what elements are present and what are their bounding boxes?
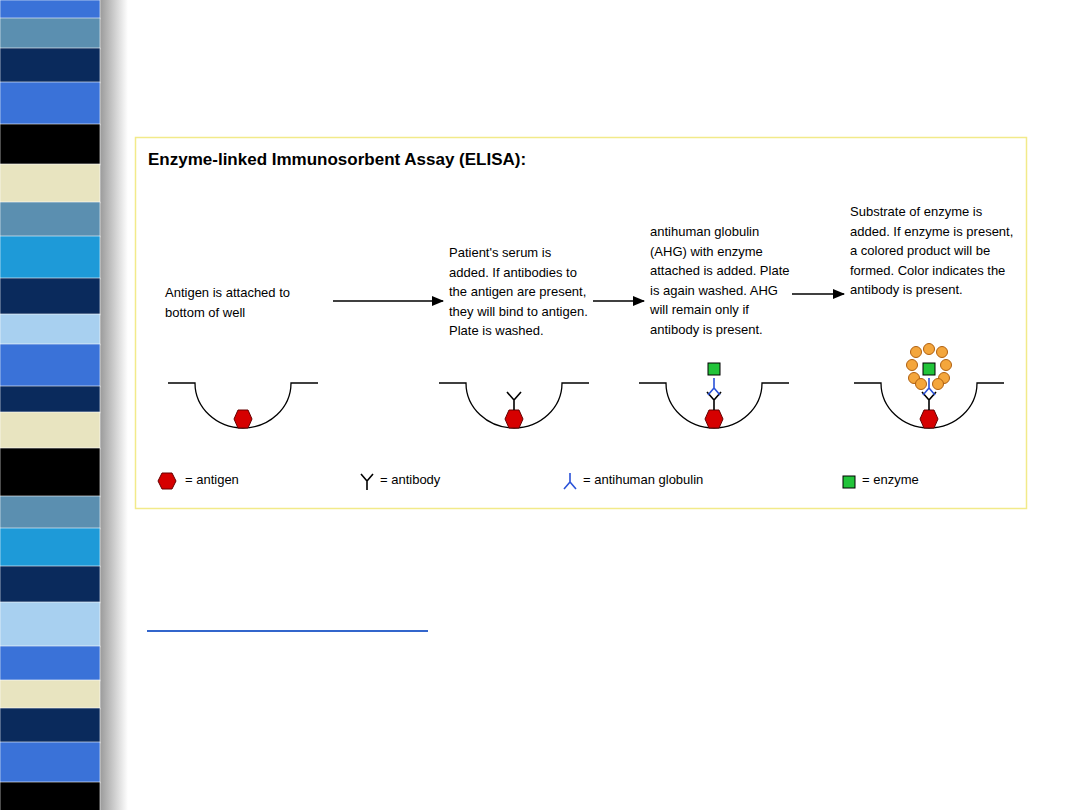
enzyme-sample (843, 476, 855, 488)
product-dot (933, 379, 944, 390)
product-dot (911, 347, 922, 358)
flow-arrow (333, 300, 443, 302)
antigen-symbol (705, 410, 723, 428)
bar-stripe (0, 164, 100, 203)
step-text-box: Antigen is attached to bottom of well (165, 283, 331, 322)
ahg-symbol (708, 378, 720, 395)
bar-stripe (0, 82, 100, 125)
striped-bar (0, 0, 100, 810)
well (439, 383, 589, 428)
colored-product (907, 344, 952, 390)
bar-stripe (0, 782, 100, 810)
bar-stripe (0, 344, 100, 387)
enzyme-symbol (708, 363, 720, 375)
legend-text: = antigen (185, 472, 239, 487)
bar-shadow (100, 0, 128, 810)
product-dot (924, 344, 935, 355)
product-dot (937, 347, 948, 358)
antigens (234, 410, 938, 428)
antigen-sample (158, 473, 176, 489)
legend-text: = antibody (380, 472, 440, 487)
product-dot (907, 360, 918, 371)
flow-arrow (792, 293, 844, 295)
antibodies (507, 392, 936, 410)
bar-stripe (0, 708, 100, 743)
bar-stripe (0, 386, 100, 413)
product-dot (941, 360, 952, 371)
enzyme-symbol (923, 363, 935, 375)
bar-stripe (0, 0, 100, 19)
legend-samples (158, 473, 855, 490)
legend-text: = enzyme (862, 472, 919, 487)
antibody-sample (361, 474, 373, 490)
bar-stripe (0, 602, 100, 647)
product-dot (916, 379, 927, 390)
antigen-symbol (920, 410, 938, 428)
bar-stripe (0, 646, 100, 681)
step-text-box: Patient's serum is added. If antibodies … (449, 243, 591, 341)
step-text: Antigen is attached to bottom of well (165, 283, 331, 322)
flow-arrow (593, 300, 644, 302)
bar-stripe (0, 314, 100, 345)
figure-title: Enzyme-linked Immunosorbent Assay (ELISA… (148, 150, 526, 170)
link-underline (147, 630, 428, 632)
bar-stripe (0, 278, 100, 315)
bar-stripe (0, 528, 100, 567)
bar-stripe (0, 412, 100, 449)
step-text: Substrate of enzyme is added. If enzyme … (850, 202, 1020, 300)
ahg-sample (564, 473, 576, 489)
figure-frame (136, 138, 1027, 509)
bar-stripe (0, 202, 100, 237)
step-text-box: Substrate of enzyme is added. If enzyme … (850, 202, 1020, 300)
bar-stripe (0, 680, 100, 709)
step-text: Patient's serum is added. If antibodies … (449, 243, 591, 341)
step-text-box: antihuman globulin (AHG) with enzyme att… (650, 222, 790, 339)
bar-stripe (0, 566, 100, 603)
antigen-symbol (505, 410, 523, 428)
bar-stripe (0, 742, 100, 783)
legend-text: = antihuman globulin (583, 472, 703, 487)
well (639, 383, 789, 428)
antigen-symbol (234, 410, 252, 428)
step-text: antihuman globulin (AHG) with enzyme att… (650, 222, 790, 339)
well (168, 383, 318, 428)
bar-stripe (0, 18, 100, 49)
antihuman-globulins (708, 378, 935, 395)
bar-stripe (0, 496, 100, 529)
wells (168, 383, 1004, 428)
bar-stripe (0, 48, 100, 83)
bar-stripe (0, 124, 100, 165)
antibody-symbol (507, 392, 521, 410)
bar-stripe (0, 448, 100, 497)
bar-stripe (0, 236, 100, 279)
well (854, 383, 1004, 428)
enzymes (708, 363, 935, 375)
